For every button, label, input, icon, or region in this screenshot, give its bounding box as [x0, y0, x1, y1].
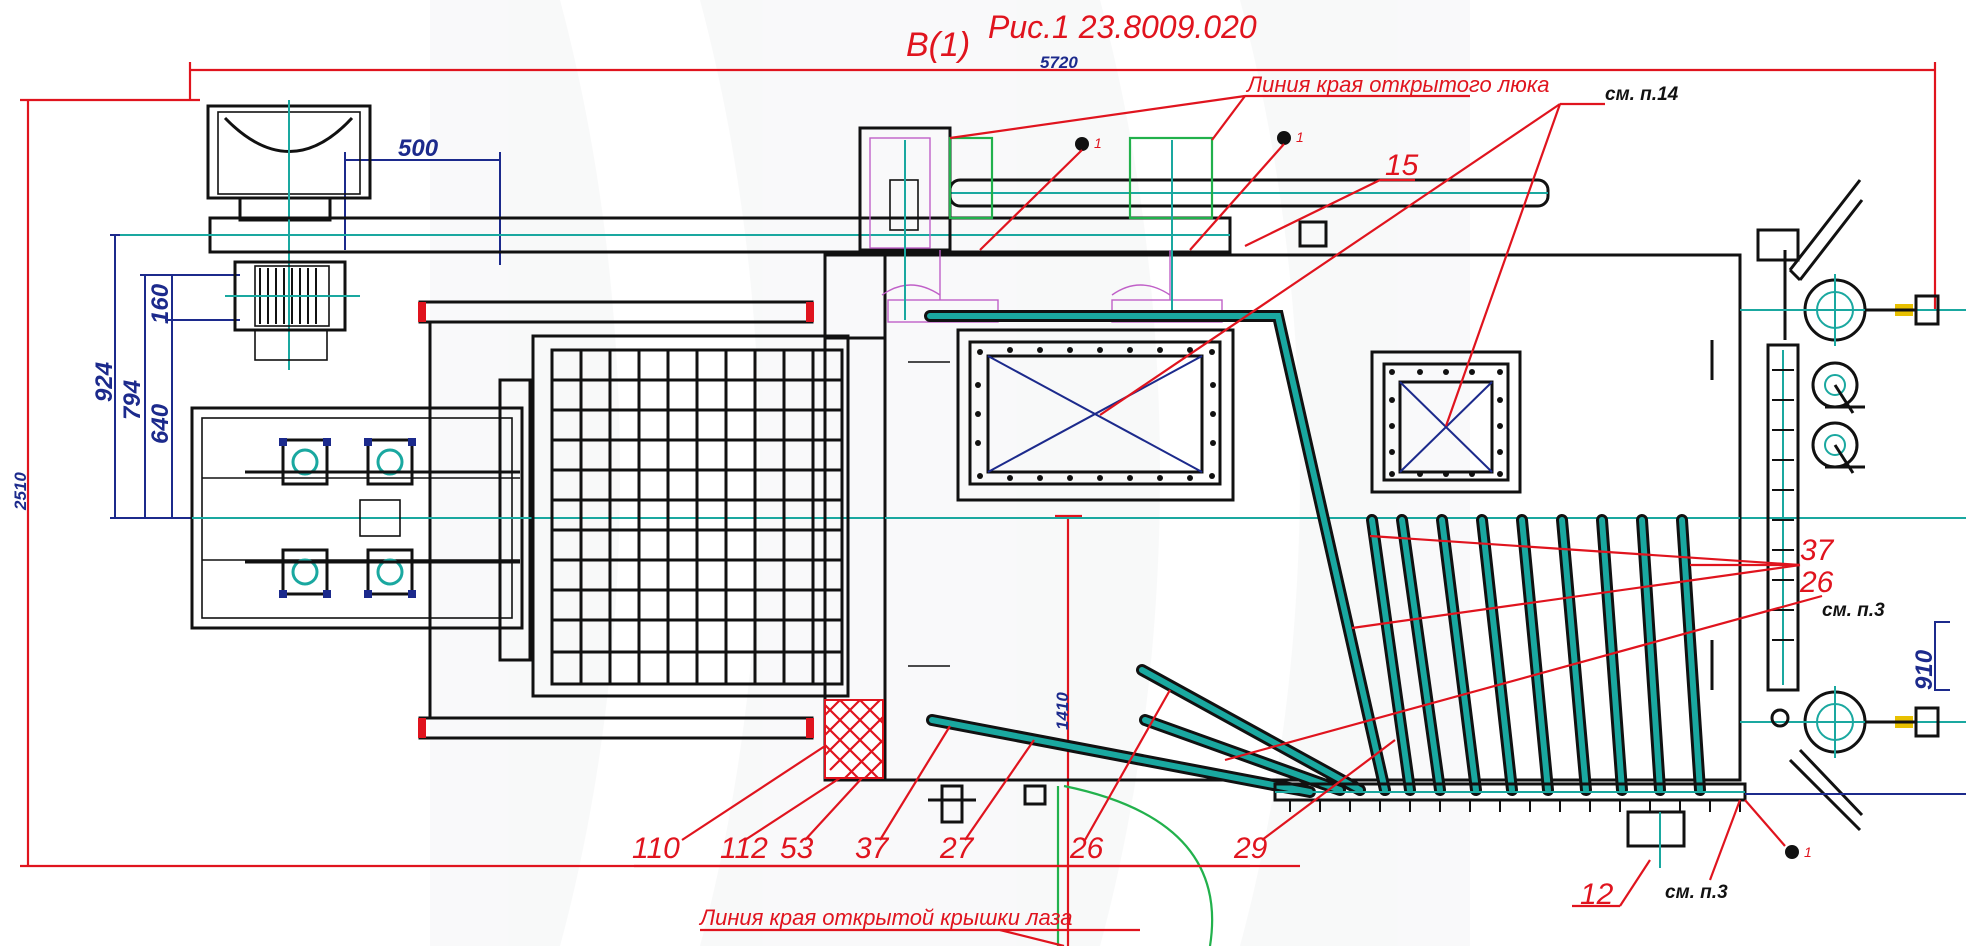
svg-text:640: 640	[147, 403, 174, 444]
svg-text:2510: 2510	[11, 472, 30, 511]
annotation-see-p3-bottom: см. п.3 1	[1665, 799, 1812, 903]
svg-text:1: 1	[1804, 844, 1812, 860]
annotation-hatch-edge: Линия края открытого люка	[949, 72, 1549, 141]
grid-rack	[531, 334, 850, 698]
svg-text:см. п.3: см. п.3	[1822, 600, 1885, 621]
right-valves	[1710, 179, 1966, 832]
svg-text:29: 29	[1233, 832, 1268, 865]
svg-text:15: 15	[1385, 149, 1419, 182]
cart-wheel-group	[245, 438, 520, 598]
annotation-see-p14: см. п.14	[1099, 84, 1679, 427]
svg-text:110: 110	[632, 832, 680, 865]
spray-pipes	[924, 310, 1706, 798]
fan-housing	[206, 100, 372, 370]
svg-text:1410: 1410	[1053, 692, 1072, 730]
hatched-panel	[824, 699, 884, 779]
motor	[225, 260, 360, 361]
annotation-pos-1-top: 1 1	[979, 129, 1304, 251]
view-title: В(1)	[906, 26, 970, 64]
annotation-pos-15: 15	[1244, 149, 1419, 247]
svg-text:Линия края открытого люка: Линия края открытого люка	[1245, 72, 1549, 97]
svg-text:1: 1	[1094, 135, 1102, 151]
svg-text:27: 27	[939, 832, 975, 865]
svg-text:26: 26	[1799, 566, 1834, 599]
dimension-1410: 1410	[1053, 514, 1082, 946]
svg-text:Линия края открытой крышки лаз: Линия края открытой крышки лаза	[698, 905, 1072, 930]
svg-text:37: 37	[1800, 534, 1835, 567]
svg-text:5720: 5720	[1040, 53, 1078, 72]
dimension-500: 500	[344, 135, 501, 265]
annotation-bottom-positions: 110 112 53 37 27 26 29	[632, 689, 1396, 868]
figure-title: Рис.1 23.8009.020	[988, 9, 1257, 45]
annotation-right-37-26: 37 26	[1351, 534, 1835, 630]
inspection-hatch-small	[1370, 350, 1522, 494]
annotation-cover-edge: Линия края открытой крышки лаза	[698, 905, 1140, 946]
svg-text:500: 500	[398, 135, 439, 162]
svg-text:112: 112	[720, 832, 768, 865]
svg-text:910: 910	[1911, 649, 1938, 690]
chamber-body	[823, 253, 1742, 782]
svg-text:924: 924	[91, 362, 118, 402]
svg-text:794: 794	[119, 380, 146, 420]
svg-text:см. п.3: см. п.3	[1665, 882, 1728, 903]
annotation-pos-12: 12	[1572, 859, 1651, 911]
svg-text:37: 37	[855, 832, 890, 865]
dimension-5720: 5720	[188, 53, 1937, 310]
inspection-hatch-large	[956, 328, 1235, 502]
dimension-910: 910	[1911, 621, 1950, 691]
svg-text:1: 1	[1296, 129, 1304, 145]
annotation-see-p3-right: см. п.3	[1224, 594, 1885, 762]
svg-text:см. п.14: см. п.14	[1605, 84, 1679, 105]
svg-text:160: 160	[147, 283, 174, 324]
bottom-manifold	[1273, 782, 1747, 868]
